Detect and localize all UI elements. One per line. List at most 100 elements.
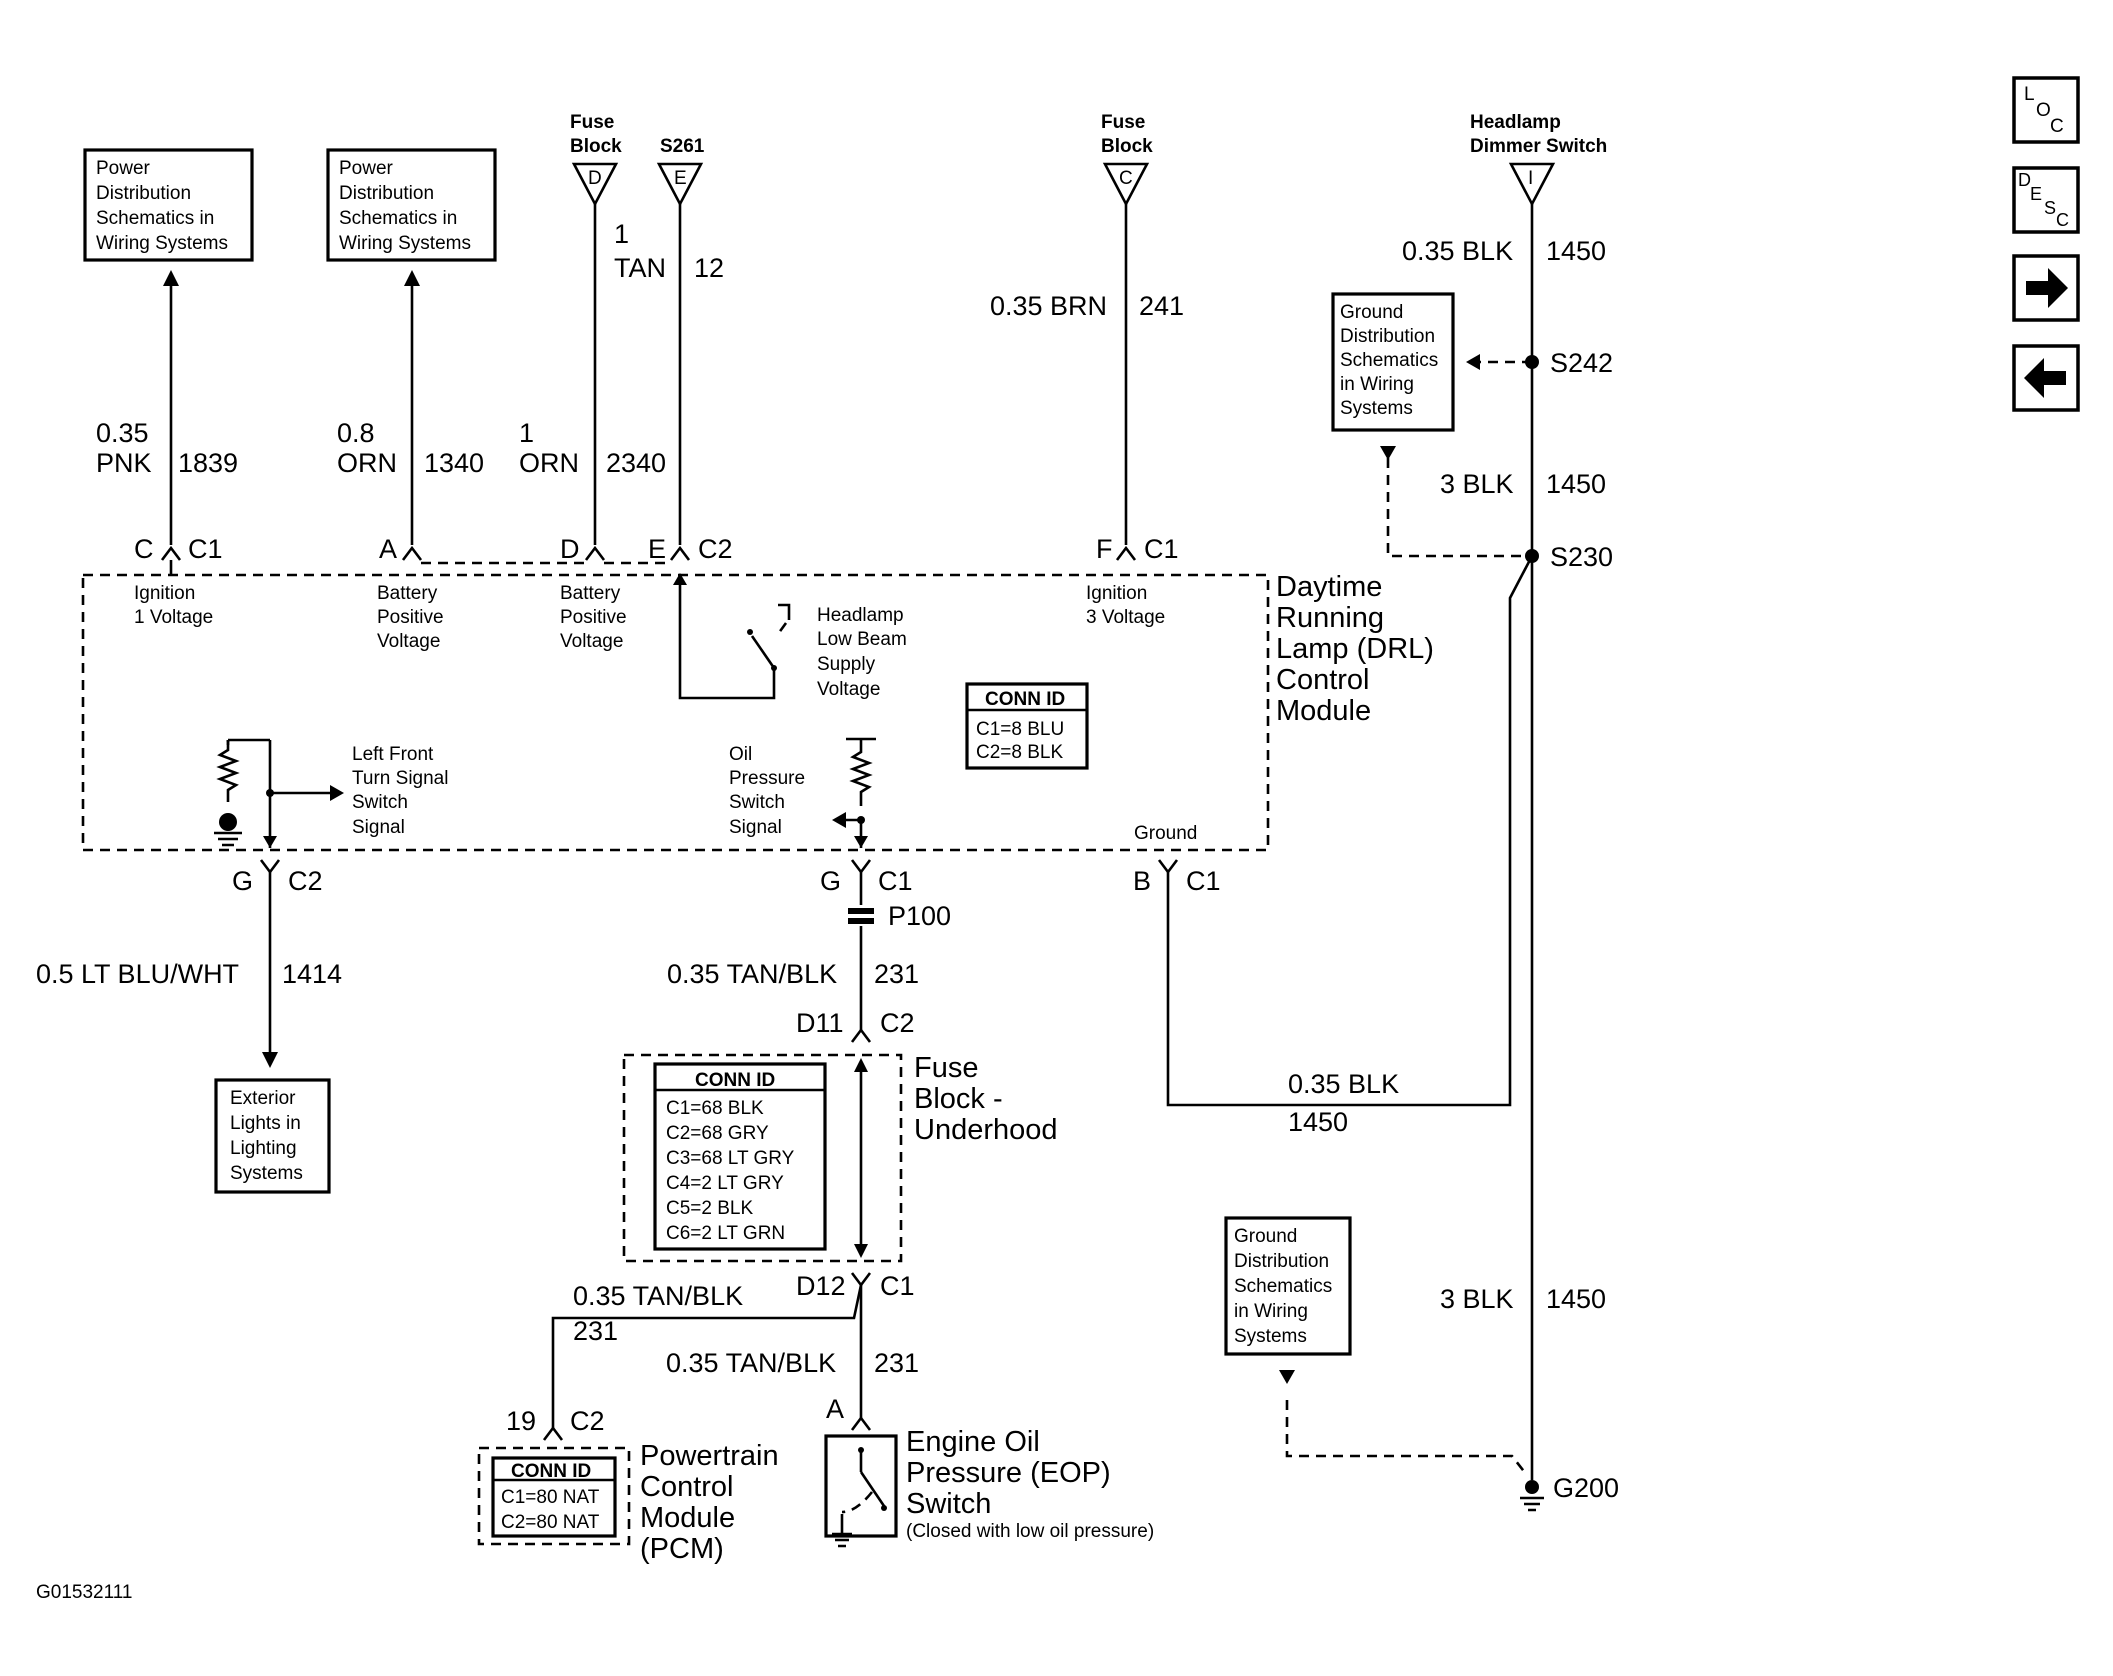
exterior-lights-box[interactable]: Exterior Lights in Lighting Systems (214, 1078, 331, 1194)
wire-241-label: 0.35 BRN 241 (990, 291, 1184, 321)
svg-text:(Closed with low oil pressure): (Closed with low oil pressure) (906, 1521, 1154, 1542)
power-distribution-box-1[interactable]: Power Distribution Schematics in Wiring … (83, 148, 254, 262)
svg-text:1: 1 (519, 418, 534, 448)
svg-text:D12: D12 (796, 1271, 846, 1301)
svg-text:D: D (588, 168, 602, 189)
svg-text:Turn Signal: Turn Signal (352, 768, 448, 789)
svg-text:Systems: Systems (1234, 1326, 1307, 1347)
svg-text:Distribution: Distribution (1234, 1251, 1329, 1272)
svg-text:231: 231 (874, 959, 919, 989)
svg-text:19: 19 (506, 1406, 536, 1436)
input-ignition-1: Ignition 1 Voltage (134, 583, 213, 628)
svg-text:0.35 TAN/BLK: 0.35 TAN/BLK (667, 959, 837, 989)
wire-231-label-eop: 0.35 TAN/BLK 231 (666, 1348, 919, 1378)
connector-c-c1: C C1 (134, 534, 223, 575)
back-button[interactable] (2012, 344, 2080, 412)
connector-pcm-19-c2: 19 C2 (506, 1406, 605, 1441)
wire-1414-label: 0.5 LT BLU/WHT 1414 (36, 959, 342, 989)
svg-text:Pressure: Pressure (729, 768, 805, 789)
svg-text:Lamp (DRL): Lamp (DRL) (1276, 633, 1434, 665)
svg-text:Exterior: Exterior (230, 1088, 296, 1109)
svg-text:L: L (2024, 84, 2035, 105)
svg-text:Wiring Systems: Wiring Systems (339, 233, 471, 254)
svg-text:Ignition: Ignition (1086, 583, 1147, 604)
svg-text:0.8: 0.8 (337, 418, 375, 448)
svg-text:Switch: Switch (906, 1488, 991, 1520)
svg-text:Systems: Systems (1340, 398, 1413, 419)
next-button[interactable] (2012, 254, 2080, 322)
svg-text:(PCM): (PCM) (640, 1533, 724, 1565)
svg-text:Positive: Positive (377, 607, 444, 628)
svg-text:Wiring Systems: Wiring Systems (96, 233, 228, 254)
svg-text:Systems: Systems (230, 1163, 303, 1184)
connector-g-c2: G C2 (232, 859, 323, 896)
fuse-block-c-source: Fuse Block C (1101, 112, 1153, 207)
svg-text:1450: 1450 (1546, 236, 1606, 266)
svg-text:C6=2 LT GRN: C6=2 LT GRN (666, 1223, 785, 1244)
svg-text:231: 231 (573, 1316, 618, 1346)
svg-text:Signal: Signal (729, 817, 782, 838)
svg-text:Lighting: Lighting (230, 1138, 297, 1159)
svg-text:Running: Running (1276, 602, 1384, 634)
svg-text:PNK: PNK (96, 448, 152, 478)
svg-text:ORN: ORN (519, 448, 579, 478)
svg-text:Schematics in: Schematics in (96, 208, 214, 229)
svg-text:C2: C2 (288, 866, 323, 896)
svg-text:CONN ID: CONN ID (695, 1070, 775, 1091)
svg-text:C1: C1 (1144, 534, 1179, 564)
wire-2340-label: 1 ORN 2340 (519, 418, 666, 478)
svg-text:C5=2 BLK: C5=2 BLK (666, 1198, 753, 1219)
svg-text:Module: Module (640, 1502, 735, 1534)
wire-231-label-top: 0.35 TAN/BLK 231 (667, 959, 919, 989)
pcm-title: Powertrain Control Module (PCM) (640, 1440, 779, 1565)
svg-text:C1=80 NAT: C1=80 NAT (501, 1487, 600, 1508)
svg-text:0.35 TAN/BLK: 0.35 TAN/BLK (666, 1348, 836, 1378)
svg-text:Module: Module (1276, 695, 1371, 727)
wire-1450-bottom-label: 3 BLK 1450 (1440, 1284, 1606, 1314)
splice-p100: P100 (888, 901, 951, 931)
svg-text:Distribution: Distribution (339, 183, 434, 204)
svg-text:ORN: ORN (337, 448, 397, 478)
loc-button[interactable]: L O C (2012, 76, 2080, 144)
svg-text:C: C (2056, 210, 2069, 230)
power-distribution-box-2[interactable]: Power Distribution Schematics in Wiring … (326, 148, 497, 262)
wire-231-label-pcm: 0.35 TAN/BLK 231 (573, 1281, 743, 1346)
fuse-block-d-source: Fuse Block D (570, 112, 622, 207)
ground-g200: G200 (1520, 1473, 1619, 1512)
svg-text:C2=80 NAT: C2=80 NAT (501, 1512, 600, 1533)
input-battery-1: Battery Positive Voltage (377, 583, 444, 652)
desc-button[interactable]: D E S C (2012, 166, 2080, 234)
arrow-left-icon (2024, 358, 2066, 398)
svg-text:Dimmer Switch: Dimmer Switch (1470, 136, 1607, 157)
svg-text:Signal: Signal (352, 817, 405, 838)
svg-text:12: 12 (694, 253, 724, 283)
svg-text:Voltage: Voltage (560, 631, 623, 652)
svg-text:Power: Power (339, 158, 394, 179)
eop-title: Engine Oil Pressure (EOP) Switch (Closed… (906, 1426, 1154, 1542)
svg-text:D11: D11 (796, 1008, 844, 1038)
svg-text:1450: 1450 (1546, 1284, 1606, 1314)
svg-text:C2: C2 (570, 1406, 605, 1436)
svg-text:C1=8 BLU: C1=8 BLU (976, 719, 1064, 740)
ground-distribution-box-top[interactable]: Ground Distribution Schematics in Wiring… (1331, 292, 1455, 432)
svg-text:241: 241 (1139, 291, 1184, 321)
svg-text:Powertrain: Powertrain (640, 1440, 779, 1472)
svg-text:C1: C1 (880, 1271, 915, 1301)
svg-text:D: D (2018, 170, 2031, 190)
svg-text:Battery: Battery (560, 583, 621, 604)
connector-f-c1: F C1 (1096, 534, 1179, 564)
ground-distribution-box-bottom[interactable]: Ground Distribution Schematics in Wiring… (1224, 1216, 1352, 1356)
connector-d: D (560, 534, 606, 564)
wire-1839-label: 0.35 PNK 1839 (96, 418, 238, 478)
fuse-block-underhood-outline (622, 1053, 903, 1263)
svg-text:C2=68 GRY: C2=68 GRY (666, 1123, 769, 1144)
svg-text:E: E (2030, 184, 2042, 204)
drl-module-title: Daytime Running Lamp (DRL) Control Modul… (1276, 571, 1434, 727)
svg-text:Fuse: Fuse (570, 112, 614, 133)
svg-text:Voltage: Voltage (817, 679, 880, 700)
figure-id: G01532111 (36, 1582, 133, 1603)
svg-text:Daytime: Daytime (1276, 571, 1382, 603)
svg-text:231: 231 (874, 1348, 919, 1378)
svg-text:Fuse: Fuse (1101, 112, 1145, 133)
input-ground: Ground (1134, 823, 1197, 844)
